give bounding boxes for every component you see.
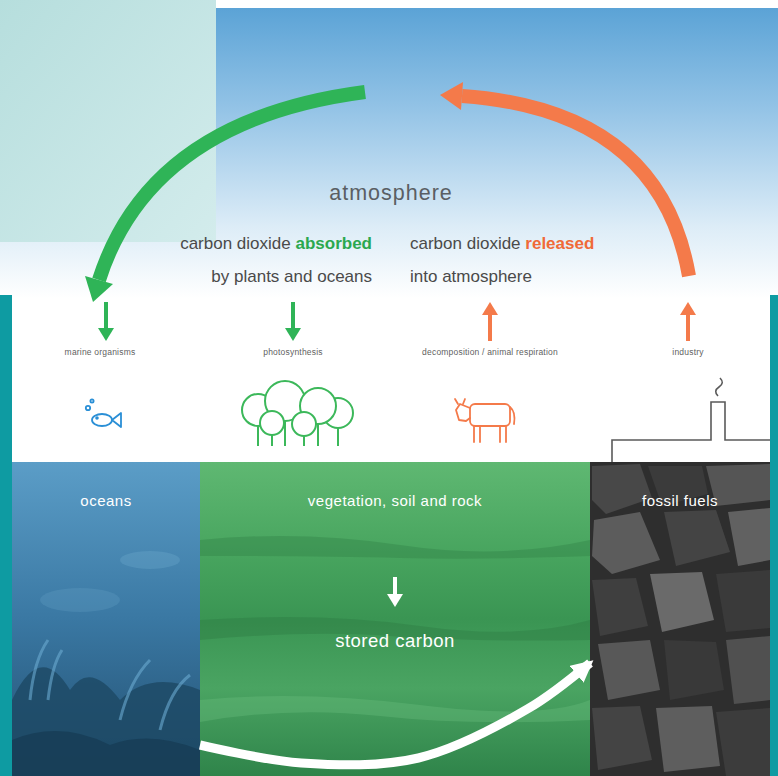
frame-strip bbox=[0, 295, 12, 776]
process-label: industry bbox=[672, 347, 703, 357]
ocean-ground bbox=[12, 462, 200, 776]
absorb-arc-head bbox=[85, 276, 113, 302]
store-arrow-head bbox=[387, 594, 403, 607]
reservoir-panel: fossil fuels bbox=[590, 462, 770, 776]
region-title: atmosphere bbox=[16, 178, 766, 208]
sky-band: atmosphere carbon dioxide absorbed by pla… bbox=[12, 8, 770, 462]
fish-icon bbox=[86, 399, 121, 427]
small-arrows bbox=[98, 302, 696, 341]
panel-title: vegetation, soil and rock bbox=[204, 490, 586, 511]
coal-ground bbox=[590, 462, 770, 776]
flow-caption: carbon dioxide released into atmosphere bbox=[410, 227, 597, 293]
highlight-word: absorbed bbox=[295, 234, 372, 253]
panel-title: oceans bbox=[16, 490, 196, 511]
flow-arrow bbox=[200, 663, 590, 765]
corner-block bbox=[0, 0, 216, 242]
flow-caption: carbon dioxide absorbed by plants and oc… bbox=[178, 227, 372, 293]
store-title: stored carbon bbox=[204, 628, 586, 654]
process-label: marine organisms bbox=[65, 347, 136, 357]
reservoir-panel: vegetation, soil and rock stored carbon bbox=[200, 462, 590, 776]
cow-icon bbox=[455, 399, 515, 442]
highlight-word: released bbox=[525, 234, 594, 253]
trees-icon bbox=[242, 381, 353, 446]
coral-reef bbox=[12, 551, 200, 776]
frame-strip bbox=[770, 295, 778, 776]
release-arc-head bbox=[440, 82, 463, 110]
reservoir-panel: oceans bbox=[12, 462, 200, 776]
panel-title: fossil fuels bbox=[594, 490, 766, 511]
process-label: decomposition / animal respiration bbox=[422, 347, 558, 357]
store-arrow bbox=[393, 577, 397, 596]
factory-icon bbox=[612, 378, 770, 462]
soil-layers bbox=[200, 536, 590, 722]
process-label: photosynthesis bbox=[263, 347, 323, 357]
soil-ground bbox=[200, 462, 590, 776]
coal-lumps bbox=[592, 464, 770, 776]
